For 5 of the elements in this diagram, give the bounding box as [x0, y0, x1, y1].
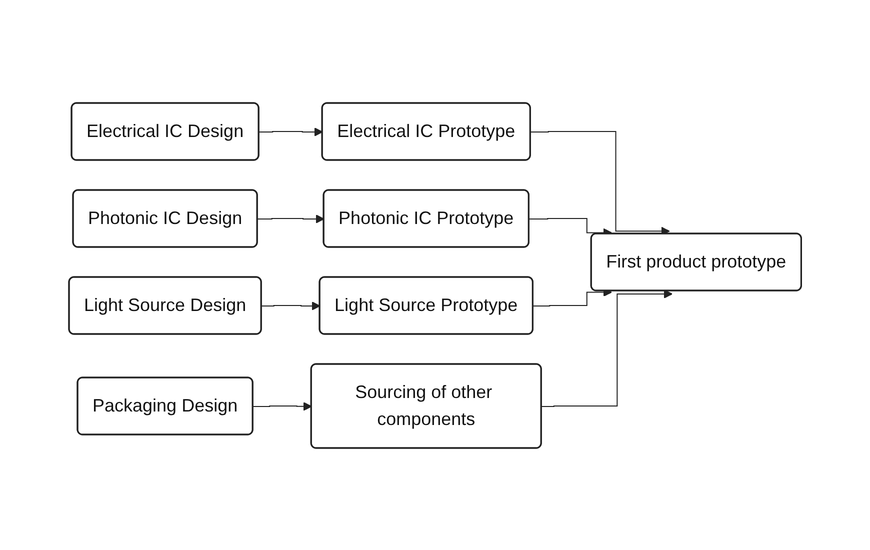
arrow: [261, 301, 320, 310]
arrow: [257, 214, 324, 223]
arrow: [541, 289, 673, 406]
arrow: [258, 127, 323, 136]
arrow: [252, 402, 312, 410]
